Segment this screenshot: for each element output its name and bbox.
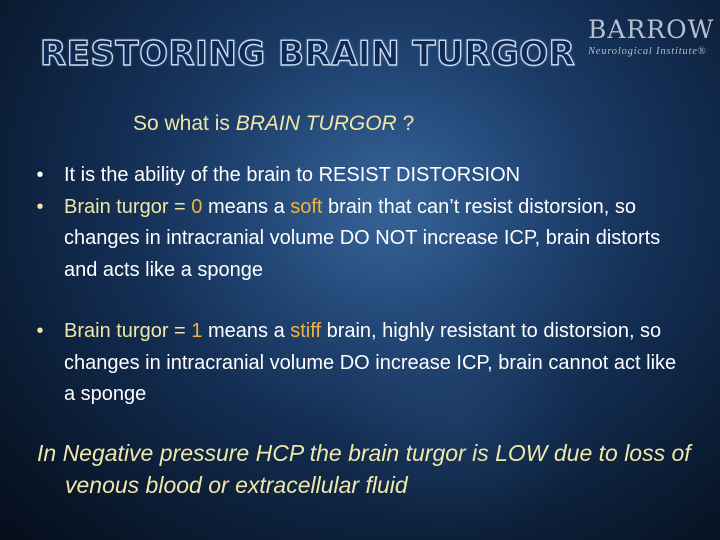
bullet-item-turgor-one: • Brain turgor = 1 means a stiff brain, … (30, 316, 690, 411)
bullet-text-part3: brain, highly resistant to distorsion, s… (64, 320, 677, 405)
bullet-text-part1: Brain turgor = (64, 195, 192, 218)
subtitle-suffix: ? (396, 112, 415, 135)
turgor-value: 0 (191, 195, 203, 218)
bullet-marker: • (36, 195, 44, 218)
barrow-logo: BARROW Neurological Institute® (588, 15, 715, 58)
conclusion-text: In Negative pressure HCP the brain turgo… (37, 440, 691, 498)
subtitle-prefix: So what is (133, 112, 236, 135)
bullet-text-part1: Brain turgor = (64, 320, 192, 342)
bullet-text-part2: means a (202, 195, 291, 218)
bullet-marker: • (36, 320, 44, 342)
bullet-text-part2: means a (202, 320, 291, 342)
background-glow (150, 20, 620, 440)
bullet-item-definition: • It is the ability of the brain to RESI… (30, 160, 690, 192)
bullet-marker: • (36, 164, 44, 186)
logo-name: BARROW (588, 15, 715, 44)
bullet-text-part3: brain that can’t resist distorsion, so c… (64, 195, 661, 281)
subtitle-emphasis: BRAIN TURGOR (235, 112, 397, 135)
bullet-item-turgor-zero: • Brain turgor = 0 means a soft brain th… (30, 192, 690, 287)
background-glow-lower (330, 300, 590, 540)
turgor-value: 1 (191, 320, 203, 342)
keyword-soft: soft (290, 195, 323, 218)
slide-subtitle: So what is BRAIN TURGOR ? (133, 112, 414, 136)
bullet-text: It is the ability of the brain to RESIST… (64, 164, 521, 186)
bullet-list: • It is the ability of the brain to RESI… (30, 160, 690, 411)
slide-title: RESTORING BRAIN TURGOR (39, 33, 576, 74)
keyword-stiff: stiff (290, 320, 322, 342)
logo-subtitle: Neurological Institute® (588, 46, 707, 57)
